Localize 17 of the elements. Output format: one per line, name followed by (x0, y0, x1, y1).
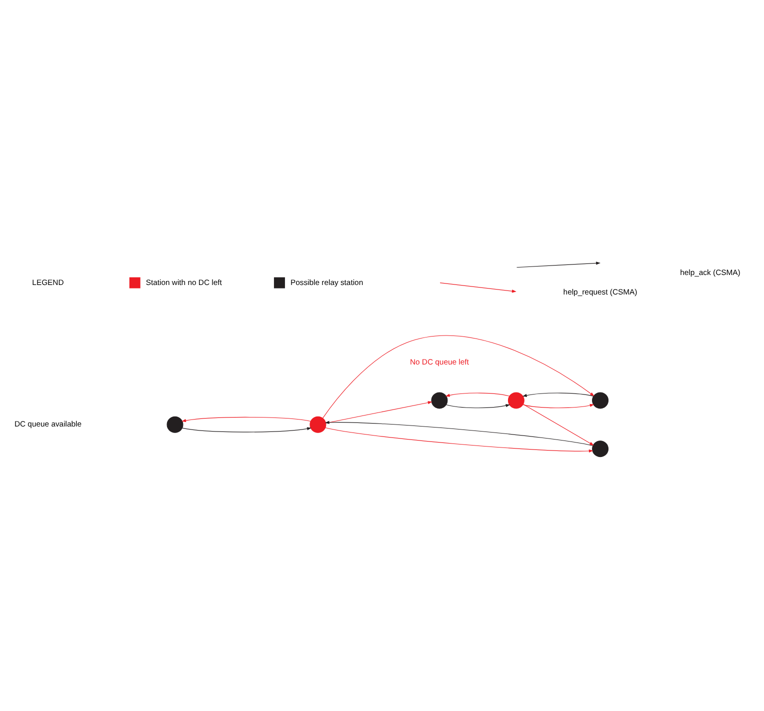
arrow (445, 392, 510, 397)
arrow (522, 392, 594, 397)
arrow (324, 420, 594, 446)
node-circle (431, 392, 448, 409)
node-circle (592, 440, 609, 458)
node-circle (592, 392, 609, 409)
arrow (325, 427, 594, 453)
arrow (322, 335, 594, 418)
arrow (326, 401, 432, 424)
arrow (182, 427, 312, 432)
arrow (446, 404, 510, 408)
node-circle (166, 416, 184, 433)
arrow (182, 416, 311, 422)
arrow (522, 404, 594, 446)
arrow (522, 404, 594, 408)
node-circle (310, 416, 326, 433)
node-circle (508, 392, 524, 409)
